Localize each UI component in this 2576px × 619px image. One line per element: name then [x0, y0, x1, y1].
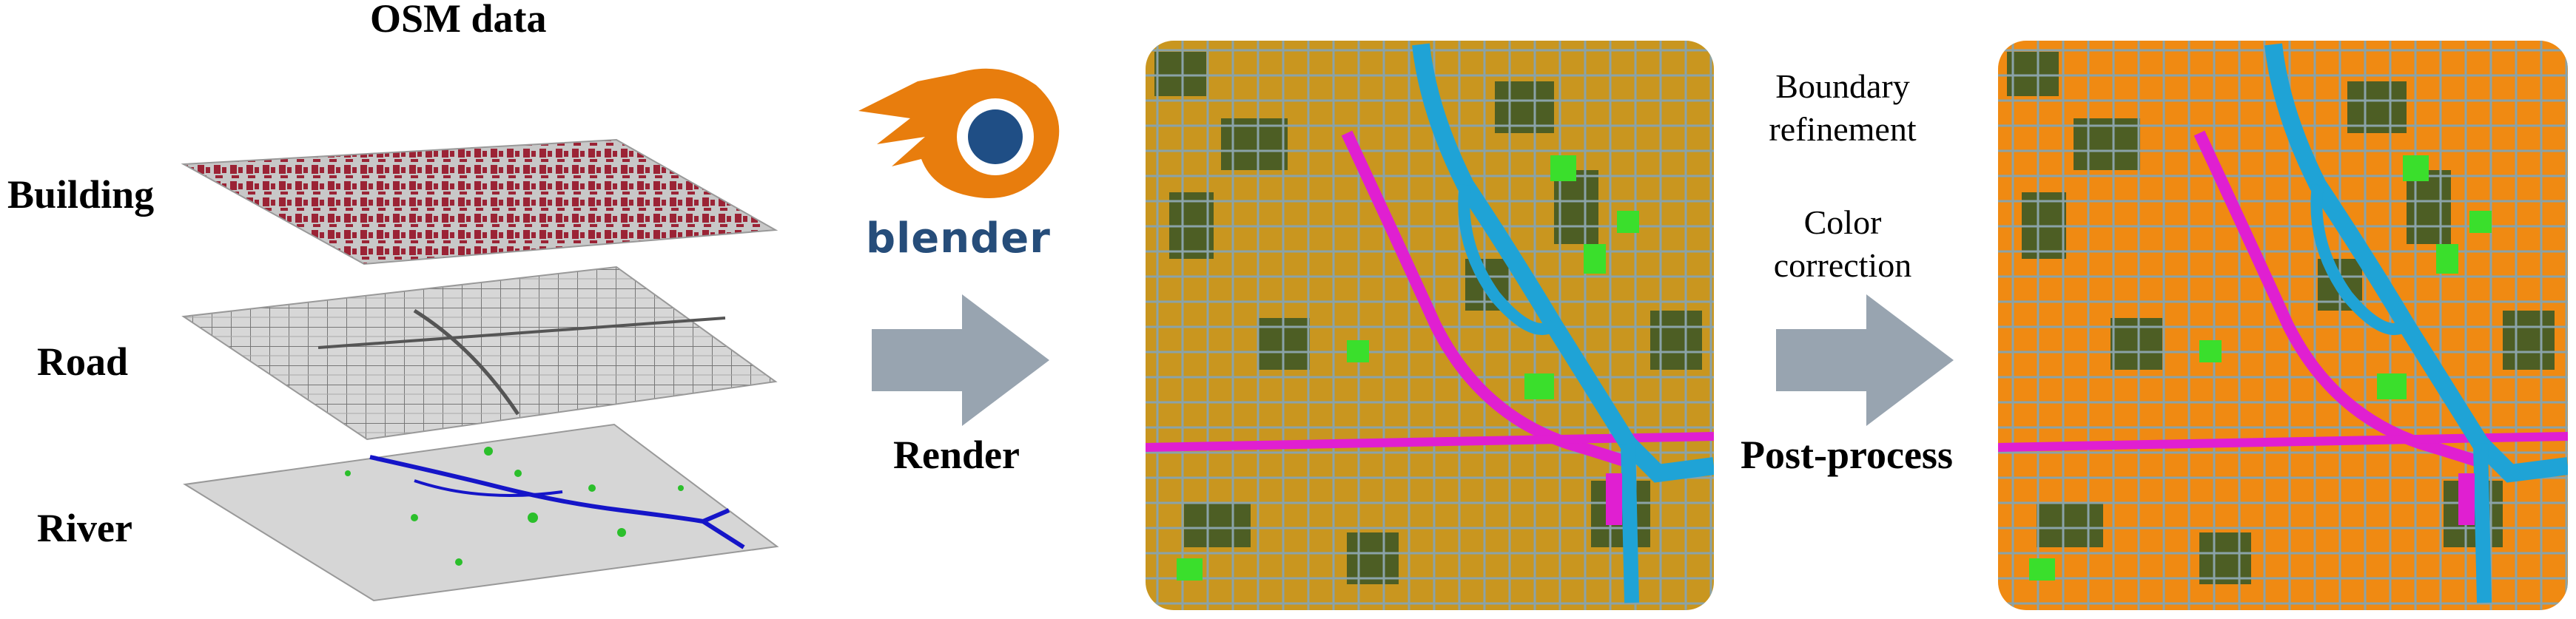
rendered-map-image [1146, 41, 1714, 610]
render-label: Render [893, 433, 1020, 477]
blender-logo-icon [858, 68, 1060, 199]
color-correction-note: Color correction [1773, 203, 1912, 284]
blender-logo-text: blender [866, 214, 1051, 263]
building-layer-label: Building [7, 172, 155, 217]
river-layer-label: River [37, 506, 132, 550]
road-layer-map [181, 265, 778, 441]
osm-data-title: OSM data [370, 0, 547, 41]
postprocessed-map-image [1998, 41, 2568, 610]
road-layer-label: Road [37, 339, 129, 384]
postprocess-arrow-icon [1776, 294, 1954, 426]
post-process-label: Post-process [1741, 433, 1953, 477]
boundary-refinement-note: Boundary refinement [1769, 67, 1917, 148]
render-arrow-icon [872, 294, 1049, 426]
river-layer-map [183, 423, 779, 602]
building-layer-map [181, 138, 778, 265]
